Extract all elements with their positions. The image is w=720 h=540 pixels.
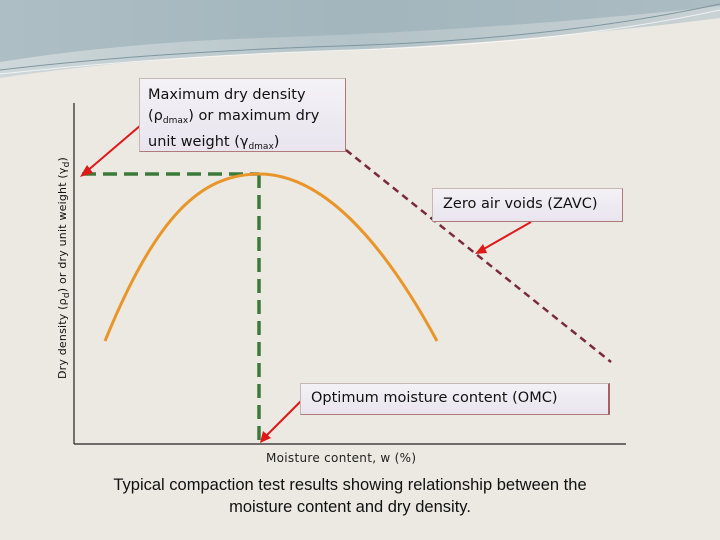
arrow-max-density — [80, 124, 142, 177]
zero-air-voids-line — [345, 149, 612, 363]
y-axis-label: Dry density (ρd) or dry unit weight (γd) — [56, 156, 72, 380]
compaction-curve — [103, 172, 439, 342]
arrow-omc — [260, 399, 303, 443]
x-axis-label: Moisture content, w (%) — [266, 451, 417, 465]
caption-line-2: moisture content and dry density. — [229, 498, 471, 516]
arrow-zavc — [475, 221, 532, 254]
max-dry-density-callout: Maximum dry density (ρdmax) or maximum d… — [139, 78, 346, 152]
caption-line-1: Typical compaction test results showing … — [113, 476, 587, 494]
figure-caption: Typical compaction test results showing … — [60, 474, 640, 518]
decorative-wave-band — [0, 0, 720, 78]
zavc-callout: Zero air voids (ZAVC) — [432, 188, 623, 222]
omc-callout: Optimum moisture content (OMC) — [300, 383, 610, 415]
